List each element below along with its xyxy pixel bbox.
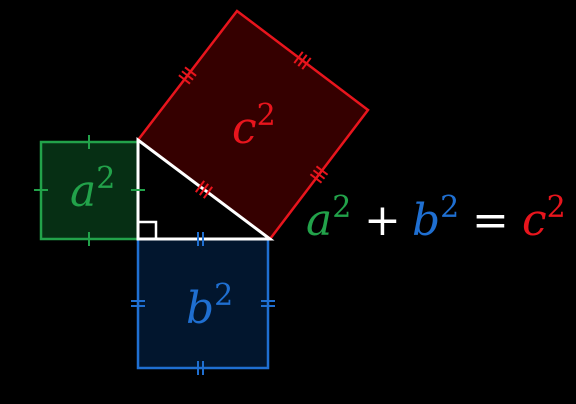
- tick-mark: [203, 186, 213, 199]
- formula-equals: =: [472, 195, 509, 246]
- square-b-ticks: [131, 232, 275, 375]
- formula-term-a: a2: [306, 190, 351, 246]
- formula-term-b: b2: [412, 190, 459, 246]
- tick-mark: [184, 66, 197, 77]
- tick-mark: [181, 70, 194, 81]
- formula-term-c: c2: [522, 190, 566, 246]
- label-c-squared: c2: [232, 98, 276, 154]
- pythagorean-formula: a2 + b2 = c2: [306, 190, 566, 246]
- label-b-squared: b2: [186, 278, 233, 334]
- right-angle-marker: [138, 220, 158, 239]
- tick-mark: [293, 51, 304, 64]
- tick-mark: [297, 54, 308, 67]
- tick-mark: [199, 183, 209, 196]
- label-a-squared: a2: [70, 161, 115, 217]
- formula-plus: +: [364, 195, 401, 246]
- square-a-ticks: [34, 135, 145, 246]
- tick-mark: [309, 173, 323, 184]
- tick-mark: [178, 74, 191, 85]
- tick-mark: [195, 180, 205, 193]
- tick-mark: [312, 169, 326, 180]
- square-c-ticks: [178, 51, 329, 199]
- tick-mark: [315, 165, 329, 176]
- tick-mark: [301, 57, 312, 70]
